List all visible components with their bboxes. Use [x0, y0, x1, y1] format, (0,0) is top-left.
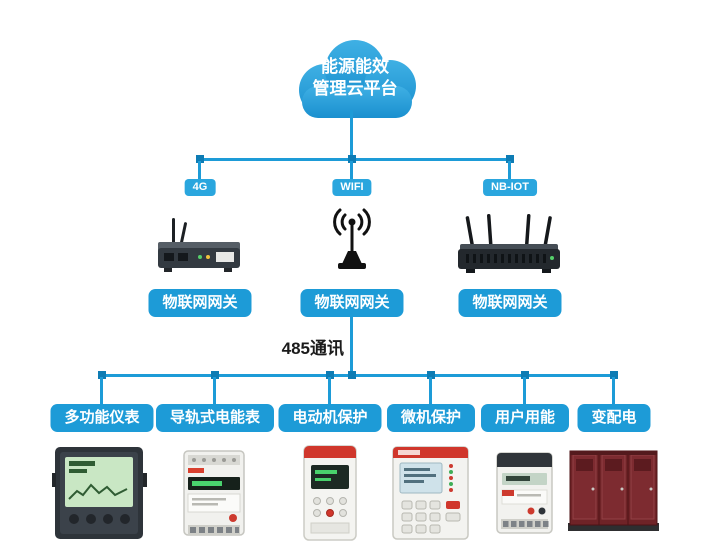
- gateway-label-wifi: 物联网网关: [300, 289, 404, 317]
- junction-node: [506, 155, 514, 163]
- device-label-multifunction-meter: 多功能仪表: [50, 404, 154, 432]
- motor-protection-device-image: [303, 445, 357, 541]
- junction-node: [610, 371, 618, 379]
- connector-drop-device-4: [429, 377, 432, 404]
- junction-node: [348, 155, 356, 163]
- connector-drop-device-2: [213, 377, 216, 404]
- bus-label-485: 485通讯: [281, 339, 344, 358]
- user-energy-meter-image: [496, 452, 553, 534]
- connector-drop-device-5: [523, 377, 526, 404]
- connector-drop-wifi: [350, 161, 353, 179]
- device-label-user-energy: 用户用能: [480, 404, 570, 432]
- junction-node: [211, 371, 219, 379]
- connector-drop-nbiot: [508, 161, 511, 179]
- badge-wifi: WIFI: [332, 179, 372, 196]
- din-rail-energy-meter-image: [183, 450, 245, 536]
- microcomputer-protection-relay-image: [392, 446, 469, 540]
- connector-485-bus: [102, 374, 614, 377]
- junction-node: [348, 371, 356, 379]
- connector-drop-device-6: [612, 377, 615, 404]
- junction-node: [326, 371, 334, 379]
- device-label-motor-protection: 电动机保护: [278, 404, 382, 432]
- junction-node: [196, 155, 204, 163]
- gateway-label-nbiot: 物联网网关: [458, 289, 562, 317]
- connector-drop-4g: [198, 161, 201, 179]
- badge-nbiot: NB-IOT: [483, 179, 537, 196]
- junction-node: [521, 371, 529, 379]
- junction-node: [427, 371, 435, 379]
- multifunction-meter-image: [52, 447, 147, 539]
- nbiot-router-image: [458, 214, 560, 273]
- connector-drop-device-1: [100, 377, 103, 404]
- cloud-title-line1: 能源能效: [321, 57, 389, 76]
- device-label-power-distribution: 变配电: [577, 404, 651, 432]
- cloud-icon: [299, 40, 416, 118]
- junction-node: [98, 371, 106, 379]
- connector-drop-device-3: [328, 377, 331, 404]
- connector-cloud-feed: [350, 110, 353, 158]
- power-distribution-cabinet-image: [568, 450, 659, 531]
- cloud-title-line2: 管理云平台: [312, 79, 398, 98]
- cloud-title: 能源能效 管理云平台: [280, 56, 430, 100]
- wifi-antenna-icon: [333, 208, 371, 269]
- badge-4g: 4G: [184, 179, 216, 196]
- connector-gateway-to-bus: [350, 317, 353, 374]
- gateway-label-4g: 物联网网关: [148, 289, 252, 317]
- device-label-din-rail-meter: 导轨式电能表: [155, 404, 275, 432]
- 4g-router-image: [158, 218, 240, 272]
- device-label-micro-protection: 微机保护: [386, 404, 476, 432]
